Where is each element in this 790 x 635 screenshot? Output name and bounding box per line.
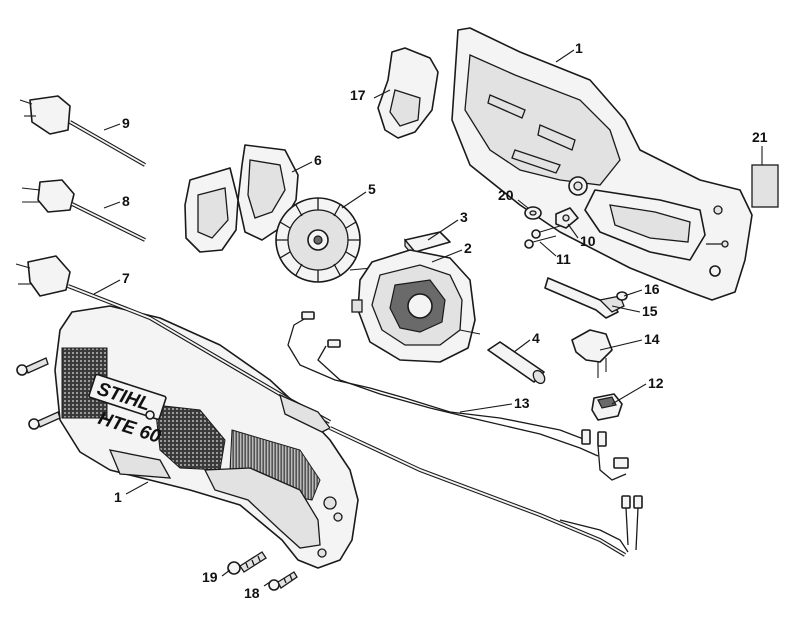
wiring-harness-13 <box>287 311 643 553</box>
callout-2: 2 <box>464 240 472 256</box>
motor-2 <box>349 249 481 363</box>
callout-9: 9 <box>122 115 130 131</box>
callout-15: 15 <box>642 303 658 319</box>
loose-screw-b <box>28 411 61 430</box>
loose-screw-a <box>16 357 49 376</box>
callout-13: 13 <box>514 395 530 411</box>
callout-11: 11 <box>556 251 571 267</box>
leader-lines <box>93 49 763 587</box>
callout-20: 20 <box>498 187 514 203</box>
label-plate-21 <box>751 164 779 208</box>
callout-21: 21 <box>752 129 768 145</box>
callout-17: 17 <box>350 87 366 103</box>
screws-11 <box>524 225 561 249</box>
switch-lever-17 <box>377 47 439 139</box>
housing-shell-left: STIHL HTE 60 <box>54 305 359 569</box>
callout-1-top: 1 <box>575 40 583 56</box>
screw-18 <box>268 571 298 591</box>
sleeve-4 <box>487 341 546 385</box>
callout-7: 7 <box>122 270 130 286</box>
screw-19 <box>227 551 267 575</box>
callout-1-bottom: 1 <box>114 489 122 505</box>
callout-4: 4 <box>532 330 540 346</box>
callout-16: 16 <box>644 281 660 297</box>
housing-shell-right <box>451 27 753 301</box>
callout-8: 8 <box>122 193 130 209</box>
callout-19: 19 <box>202 569 218 585</box>
switch-rod-15 <box>544 277 625 319</box>
callout-6: 6 <box>314 152 322 168</box>
callout-14: 14 <box>644 331 660 347</box>
clamp-10 <box>555 207 579 229</box>
logo-badge <box>88 373 167 420</box>
callout-18: 18 <box>244 585 260 601</box>
power-cord-9 <box>19 95 146 167</box>
callout-12: 12 <box>648 375 664 391</box>
washer-20 <box>524 206 542 220</box>
spring-16 <box>616 291 628 301</box>
switch-part-14 <box>571 329 613 378</box>
power-cord-7 <box>15 255 627 557</box>
trademark-mark <box>145 410 155 420</box>
switch-12 <box>591 393 623 421</box>
power-cord-8 <box>21 179 146 242</box>
callout-3: 3 <box>460 209 468 225</box>
fan-5 <box>275 197 361 283</box>
callout-10: 10 <box>580 233 596 249</box>
callouts: 1 1 2 3 4 5 6 7 8 9 10 11 12 13 14 15 16… <box>114 40 768 601</box>
callout-5: 5 <box>368 181 376 197</box>
